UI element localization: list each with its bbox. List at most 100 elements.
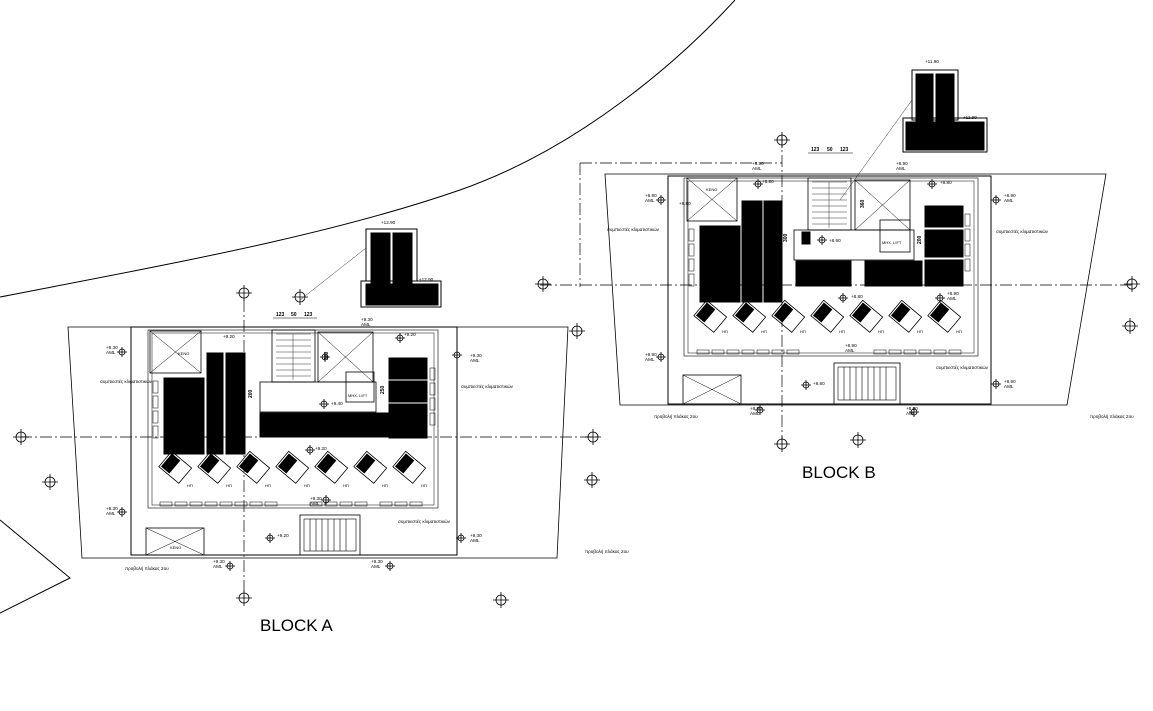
block-b-title: BLOCK B <box>802 463 876 482</box>
svg-text:AML: AML <box>1004 198 1014 203</box>
survey-marker-icons <box>13 132 1140 608</box>
block-b-hp-label-3: ΗΠ <box>800 329 806 334</box>
block-b-entrance-stair <box>833 362 901 405</box>
svg-text:AML: AML <box>906 411 916 416</box>
block-a-title: BLOCK A <box>260 616 333 635</box>
svg-text:+9.30: +9.30 <box>106 345 118 350</box>
svg-text:+9.30: +9.30 <box>361 317 373 322</box>
svg-text:+9.20: +9.20 <box>404 332 416 337</box>
block-a-hp-label-1: ΗΠ <box>187 483 193 488</box>
block-b-note-slab-right: προβολή πλάκας 2ου <box>1090 413 1134 419</box>
svg-text:+9.30: +9.30 <box>371 559 383 564</box>
block-a-lift-label: ΜΗΧ. LIFT <box>348 393 368 398</box>
svg-text:AML: AML <box>470 358 480 363</box>
block-b-roof-level: +11.90 <box>925 59 939 64</box>
block-a-void-bottom <box>145 527 205 556</box>
block-a-note-tanks-left: συμπιεστές κλιματιστικών <box>100 378 153 384</box>
block-b-lift <box>879 219 911 253</box>
svg-text:AML: AML <box>896 166 906 171</box>
svg-text:+9.40: +9.40 <box>331 401 343 406</box>
svg-text:+8.90: +8.90 <box>645 193 657 198</box>
block-a-lift <box>345 371 375 403</box>
block-a-roof-level: +12.90 <box>381 220 396 225</box>
svg-text:+8.80: +8.80 <box>851 294 863 299</box>
block-b-hp-label-4: ΗΠ <box>839 329 845 334</box>
svg-text:AML: AML <box>845 348 855 353</box>
block-a-stair-dim-2: 50 <box>291 312 297 318</box>
svg-text:AML: AML <box>361 322 371 327</box>
svg-text:+8.80: +8.80 <box>679 201 691 206</box>
svg-text:AML: AML <box>947 296 957 301</box>
svg-text:+8.90: +8.90 <box>1004 193 1016 198</box>
block-b-ac-units <box>693 299 962 333</box>
svg-text:+9.30: +9.30 <box>470 533 482 538</box>
block-b-hp-label-2: ΗΠ <box>761 329 767 334</box>
block-a-void-label-top: ΚΕΝΟ <box>178 351 189 356</box>
block-a-stair-dim-3: 123 <box>304 312 313 318</box>
block-a-roof-aux-level: +12.90 <box>419 277 434 282</box>
block-b-stair <box>807 177 852 231</box>
block-a-hp-label-6: ΗΠ <box>382 483 388 488</box>
block-b-note-slab-left: προβολή πλάκας 2ου <box>654 413 698 419</box>
block-b: ΚΕΝΟ ΜΗΧ. LIFT 123 50 123 360 300 200 <box>604 59 1134 482</box>
svg-text:+8.90: +8.90 <box>752 161 764 166</box>
svg-text:+9.20: +9.20 <box>315 446 327 451</box>
svg-text:+8.90: +8.90 <box>947 291 959 296</box>
site-boundary-curve <box>0 0 736 298</box>
svg-text:+9.20: +9.20 <box>223 334 235 339</box>
block-a-note-slab-right: προβολή πλάκας 2ου <box>585 548 629 554</box>
block-a-vdim-2: 200 <box>248 389 254 398</box>
block-a-solar-panels <box>163 352 428 455</box>
block-a-hp-label-7: ΗΠ <box>421 483 427 488</box>
svg-text:AML: AML <box>470 538 480 543</box>
block-a-hp-label-3: ΗΠ <box>265 483 271 488</box>
block-a-level-markers: +9.30 AML +9.20 +9.30 AML +9.20 +9.30 AM… <box>106 317 482 569</box>
svg-text:+8.80: +8.80 <box>762 179 774 184</box>
svg-text:AML: AML <box>752 166 762 171</box>
block-b-slab-projection <box>604 173 1107 406</box>
svg-text:+8.90: +8.90 <box>896 161 908 166</box>
svg-text:+8.80: +8.80 <box>813 381 825 386</box>
block-b-level-markers: +8.90 AML +8.80 +8.90 AML +8.80 +8.90 AM… <box>645 161 1016 416</box>
svg-text:AML: AML <box>750 411 760 416</box>
svg-text:+8.90: +8.90 <box>1004 379 1016 384</box>
svg-text:+8.90: +8.90 <box>906 406 918 411</box>
block-b-stair-dim-2: 50 <box>827 147 833 153</box>
svg-text:+8.80: +8.80 <box>940 180 952 185</box>
block-a: ΚΕΝΟ ΜΗΧ. LIFT 123 50 123 360 200 250 <box>67 220 629 635</box>
svg-text:+8.90: +8.90 <box>645 352 657 357</box>
block-b-outer-wall <box>667 175 992 405</box>
block-a-void-top <box>149 330 202 374</box>
svg-text:+9.30: +9.30 <box>213 559 225 564</box>
block-a-vdim-1: 360 <box>324 351 330 360</box>
site-boundary-left <box>0 519 71 614</box>
block-b-note-tanks-left: συμπιεστές κλιματιστικών <box>607 226 660 232</box>
block-b-note-tanks-bottom: συμπιεστές κλιματιστικών <box>936 364 989 370</box>
block-b-stair-dim-1: 123 <box>811 147 820 153</box>
svg-text:+9.30: +9.30 <box>470 353 482 358</box>
block-a-hp-label-2: ΗΠ <box>226 483 232 488</box>
svg-text:+9.30: +9.30 <box>310 496 322 501</box>
block-a-vdim-3: 250 <box>380 385 386 394</box>
block-a-ac-units <box>158 450 427 484</box>
block-a-entrance-stair <box>299 514 361 556</box>
block-b-vdim-2: 300 <box>783 233 789 242</box>
block-b-lift-label: ΜΗΧ. LIFT <box>882 240 902 245</box>
block-b-vdim-3: 200 <box>917 235 923 244</box>
block-b-hp-label-6: ΗΠ <box>917 329 923 334</box>
svg-text:AML: AML <box>213 564 223 569</box>
block-b-hp-label-1: ΗΠ <box>722 329 728 334</box>
block-b-hp-label-7: ΗΠ <box>956 329 962 334</box>
block-b-note-tanks-right: συμπιεστές κλιματιστικών <box>996 228 1049 234</box>
block-a-note-tanks-bottom: συμπιεστές κλιματιστικών <box>398 518 451 524</box>
block-a-note-slab-left: προβολή πλάκας 2ου <box>125 565 169 571</box>
svg-text:+9.30: +9.30 <box>106 506 118 511</box>
svg-text:AML: AML <box>106 350 116 355</box>
block-a-stair-dim-1: 123 <box>276 312 285 318</box>
svg-text:+8.60: +8.60 <box>829 238 841 243</box>
block-b-stair-dim-3: 123 <box>840 147 849 153</box>
block-b-vdim-1: 360 <box>860 199 866 208</box>
block-b-void-top <box>686 177 738 222</box>
block-b-roof-tower <box>911 69 959 121</box>
